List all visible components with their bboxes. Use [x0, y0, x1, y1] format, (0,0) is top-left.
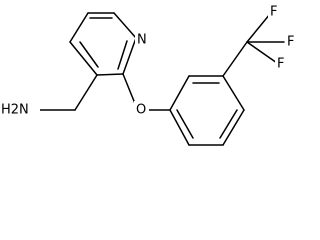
fluorine-label-bg-2: [285, 34, 298, 50]
bond: [246, 41, 278, 64]
bond: [246, 13, 271, 43]
bond: [222, 75, 245, 111]
fluorine-label-2: F: [287, 35, 294, 50]
bond: [96, 73, 124, 76]
fluorine-label-bg-3: [275, 56, 288, 72]
benzene-ring: [169, 75, 245, 146]
fluorine-label-3: F: [277, 57, 284, 72]
bond: [169, 75, 190, 111]
amine-label: H2N: [1, 103, 29, 118]
nitrogen-label-bg: [135, 31, 149, 47]
oxygen-label-bg: [134, 101, 149, 118]
bond: [69, 41, 98, 76]
trifluoromethyl-group: [222, 13, 285, 77]
bond: [169, 109, 190, 146]
fluorine-label-1: F: [270, 5, 277, 20]
bond: [222, 41, 248, 77]
bond: [122, 37, 137, 75]
double-bond-inner: [219, 109, 238, 139]
double-bond-inner: [176, 109, 194, 139]
double-bond-inner: [79, 41, 99, 68]
fluorine-label-bg-1: [268, 4, 281, 20]
double-bond-inner: [117, 40, 128, 70]
ether-linker: [122, 73, 171, 111]
bond: [69, 12, 89, 43]
bond: [113, 12, 137, 39]
bond: [222, 109, 245, 146]
bond: [122, 73, 137, 107]
chemical-structure-diagram: N O H2N F F F: [0, 4, 298, 146]
oxygen-label: O: [136, 103, 146, 118]
aminomethyl-group: [39, 74, 98, 111]
pyridine-ring: [69, 12, 137, 76]
amine-label-bg: [0, 101, 40, 118]
nitrogen-label: N: [137, 33, 147, 48]
bond: [74, 74, 98, 111]
